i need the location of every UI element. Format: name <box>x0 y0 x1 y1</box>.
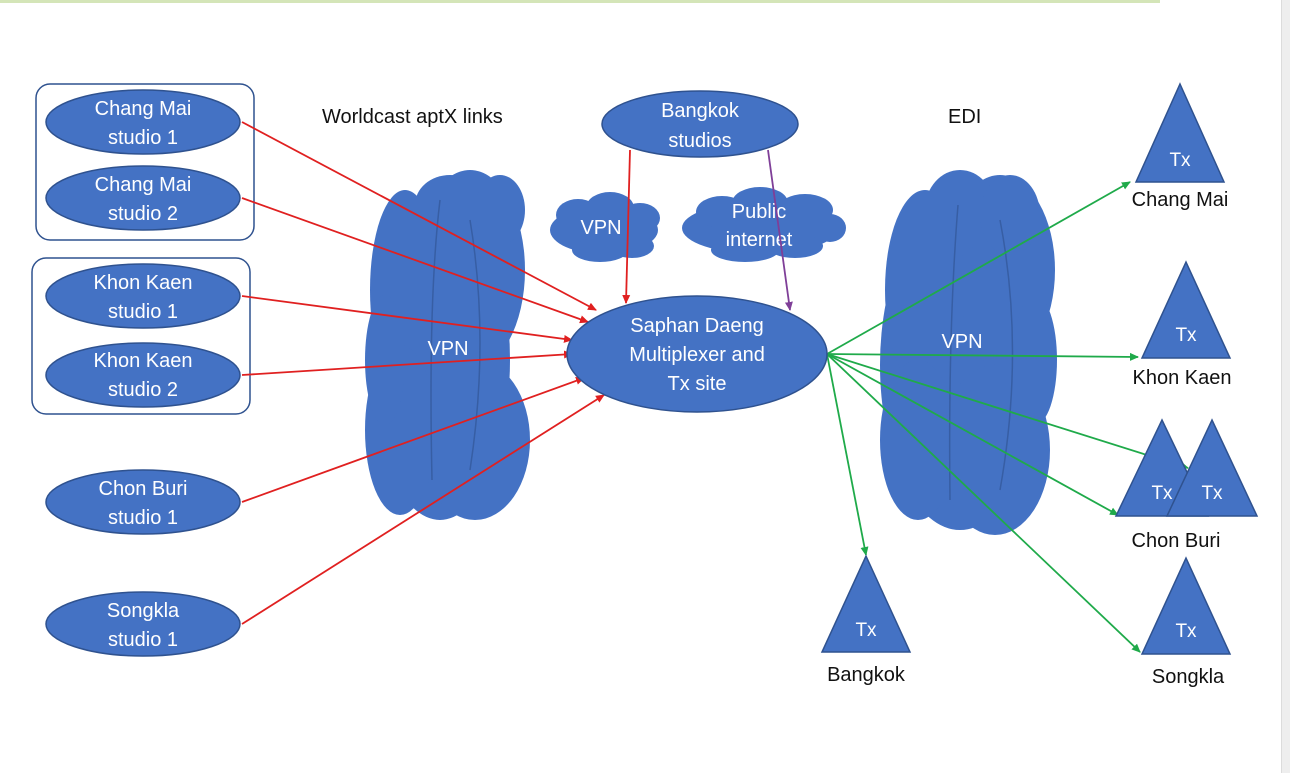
svg-text:Khon Kaen: Khon Kaen <box>94 350 193 372</box>
edi-link-arrows <box>826 181 1189 653</box>
link-songkla-1 <box>241 394 605 625</box>
studio-khon-kaen-2: Khon Kaen studio 2 <box>45 342 241 408</box>
internet-label-line2: internet <box>726 229 793 251</box>
aptx-link-arrows <box>241 121 631 625</box>
chang-mai-studio-group <box>35 83 255 241</box>
right-vpn-cloud: VPN <box>880 170 1057 535</box>
left-vpn-cloud: VPN <box>365 170 530 520</box>
svg-text:Songkla: Songkla <box>107 600 180 622</box>
hub-label-line1: Saphan Daeng <box>630 315 763 337</box>
svg-text:Chon Buri: Chon Buri <box>99 478 188 500</box>
svg-text:Tx: Tx <box>1169 150 1191 171</box>
hub-label-line3: Tx site <box>668 373 727 395</box>
svg-text:studio 1: studio 1 <box>108 301 178 323</box>
svg-text:studio 1: studio 1 <box>108 127 178 149</box>
right-vpn-label: VPN <box>941 331 982 353</box>
svg-text:Tx: Tx <box>1175 621 1197 642</box>
studio-khon-kaen-1: Khon Kaen studio 1 <box>45 263 241 329</box>
svg-text:Tx: Tx <box>1175 325 1197 346</box>
tx-site-bangkok: Bangkok <box>827 664 906 686</box>
link-bangkok-internet <box>767 149 793 311</box>
tx-site-chon-buri: Chon Buri <box>1132 530 1221 552</box>
tx-songkla: Tx Songkla <box>1140 556 1232 688</box>
scrollbar-track[interactable] <box>1281 0 1290 773</box>
svg-text:Bangkok: Bangkok <box>661 100 740 122</box>
aptx-links-heading: Worldcast aptX links <box>322 106 503 128</box>
link-khon-kaen-1 <box>241 295 573 343</box>
left-vpn-label: VPN <box>427 338 468 360</box>
link-chang-mai-1 <box>241 121 597 311</box>
svg-text:studio 2: studio 2 <box>108 203 178 225</box>
link-chon-buri-1 <box>241 376 585 503</box>
svg-text:studio 2: studio 2 <box>108 379 178 401</box>
svg-text:studio 1: studio 1 <box>108 507 178 529</box>
studio-chon-buri-1: Chon Buri studio 1 <box>45 469 241 535</box>
tx-site-khon-kaen: Khon Kaen <box>1133 367 1232 389</box>
svg-text:Chang Mai: Chang Mai <box>95 98 192 120</box>
small-vpn-label: VPN <box>580 217 621 239</box>
tx-chon-buri-pair: Tx Tx Chon Buri <box>1114 418 1259 552</box>
tx-bangkok: Tx Bangkok <box>820 554 912 686</box>
studio-chang-mai-1: Chang Mai studio 1 <box>45 89 241 155</box>
tx-khon-kaen: Tx Khon Kaen <box>1133 260 1232 389</box>
edi-link-khon-kaen <box>826 352 1139 361</box>
svg-text:Tx: Tx <box>855 620 877 641</box>
edi-link-bangkok <box>826 353 869 556</box>
hub-multiplexer-node: Saphan Daeng Multiplexer and Tx site <box>566 295 828 413</box>
link-bangkok-vpn <box>622 149 631 304</box>
tx-chang-mai: Tx Chang Mai <box>1132 82 1229 211</box>
small-vpn-cloud: VPN <box>550 192 660 262</box>
svg-text:Tx: Tx <box>1201 483 1223 504</box>
svg-text:studios: studios <box>668 130 731 152</box>
tx-site-songkla: Songkla <box>1152 666 1225 688</box>
hub-label-line2: Multiplexer and <box>629 344 765 366</box>
bangkok-studios-node: Bangkok studios <box>601 90 799 158</box>
edi-link-chon-buri-a <box>826 353 1189 470</box>
internet-label-line1: Public <box>732 201 786 223</box>
edi-heading: EDI <box>948 106 981 128</box>
studio-chang-mai-2: Chang Mai studio 2 <box>45 165 241 231</box>
top-divider <box>0 0 1160 3</box>
khon-kaen-studio-group <box>31 257 251 415</box>
link-khon-kaen-2 <box>241 350 573 376</box>
edi-link-songkla <box>826 353 1141 653</box>
studio-songkla-1: Songkla studio 1 <box>45 591 241 657</box>
svg-text:studio 1: studio 1 <box>108 629 178 651</box>
svg-text:Khon Kaen: Khon Kaen <box>94 272 193 294</box>
edi-link-chon-buri-b <box>826 353 1119 516</box>
public-internet-cloud: Public internet <box>682 187 846 262</box>
svg-text:Chang Mai: Chang Mai <box>95 174 192 196</box>
tx-site-chang-mai: Chang Mai <box>1132 189 1229 211</box>
svg-text:Tx: Tx <box>1151 483 1173 504</box>
edi-link-chang-mai <box>826 181 1131 355</box>
link-chang-mai-2 <box>241 197 589 324</box>
